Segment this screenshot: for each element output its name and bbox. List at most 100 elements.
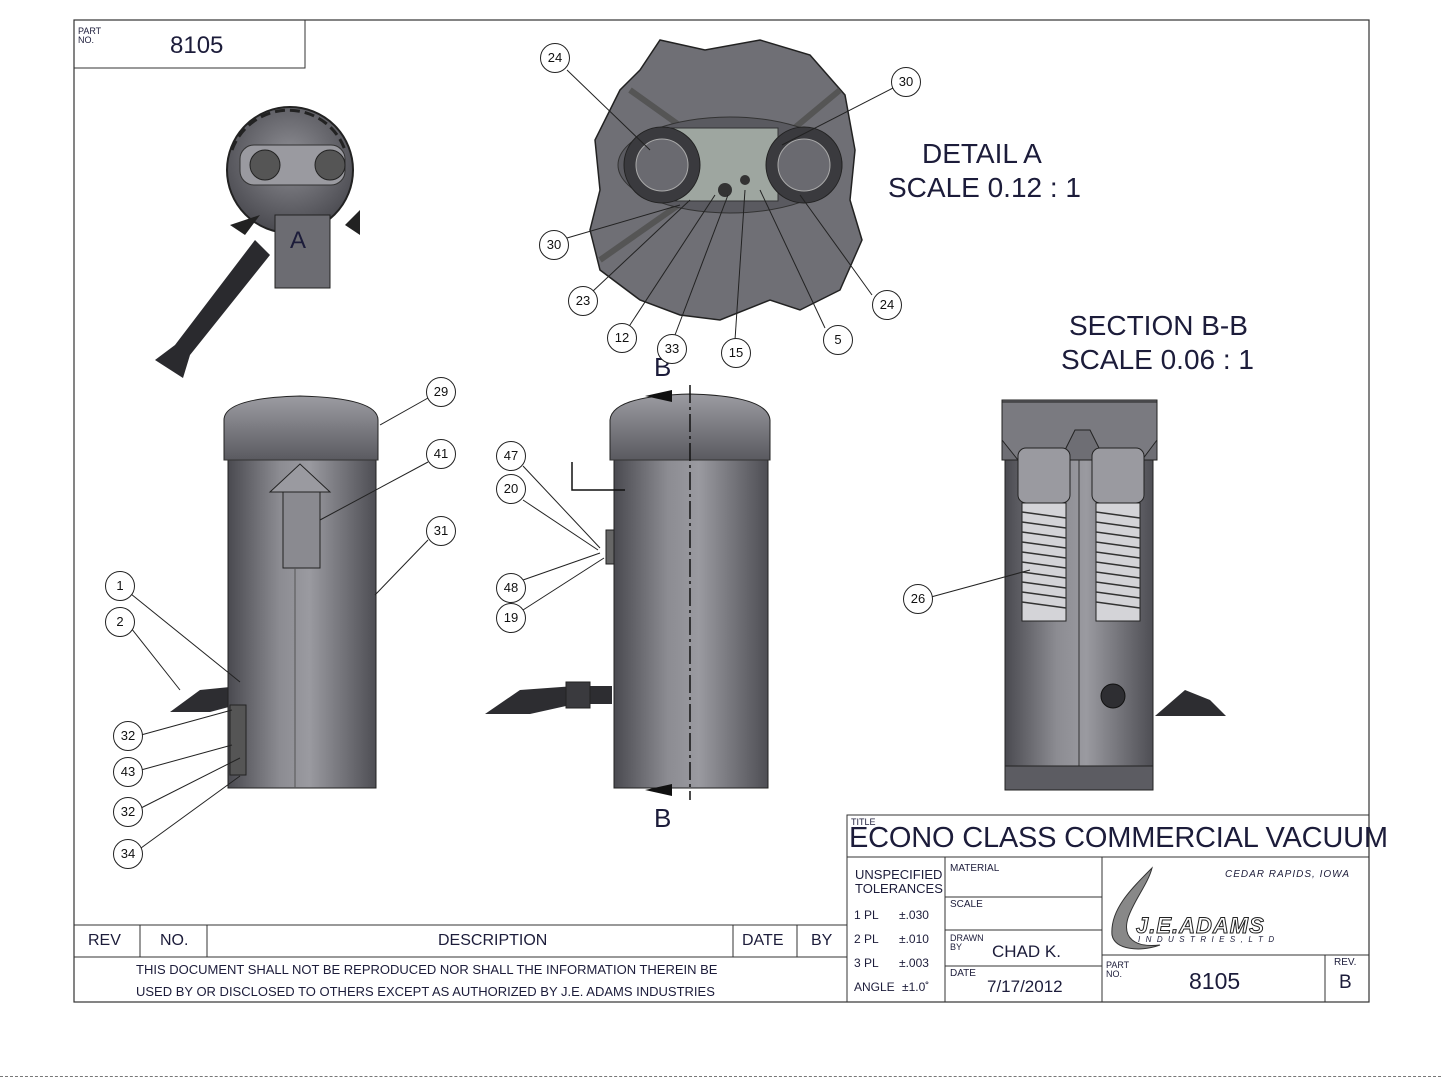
callout-balloon: 31	[426, 516, 456, 546]
company-logo-graphic	[1111, 866, 1161, 950]
rev-label: REV.	[1334, 957, 1357, 968]
callout-number: 24	[879, 297, 895, 312]
by-col-header: BY	[811, 932, 833, 949]
tolerance-value: ±1.0˚	[902, 980, 930, 994]
callout-balloon: 23	[568, 286, 598, 316]
front-view	[170, 395, 379, 789]
callout-balloon: 30	[539, 230, 569, 260]
callout-number: 12	[614, 330, 630, 345]
front-leaders	[130, 397, 429, 849]
part-no-label-2: NO.	[1106, 969, 1123, 979]
callout-balloon: 2	[105, 607, 135, 637]
top-view	[155, 106, 360, 378]
callout-number: 5	[834, 332, 842, 347]
callout-balloon: 34	[113, 839, 143, 869]
callout-number: 2	[116, 614, 124, 629]
tolerance-value: ±.003	[899, 956, 929, 970]
detail-a-scale: SCALE 0.12 : 1	[888, 172, 1082, 203]
callout-number: 29	[433, 384, 449, 399]
tolerance-label: 2 PL	[854, 932, 879, 946]
tolerance-value: ±.030	[899, 908, 929, 922]
tolerance-label: 3 PL	[854, 956, 879, 970]
callout-number: 32	[120, 804, 136, 819]
rev-col-header: REV	[88, 932, 121, 949]
rev-value: B	[1339, 972, 1352, 993]
drawing-title: ECONO CLASS COMMERCIAL VACUUM	[849, 822, 1388, 854]
tolerances-heading-1: UNSPECIFIED	[855, 867, 943, 882]
part-box-label-2: NO.	[78, 35, 95, 45]
detail-a-view	[589, 39, 863, 321]
date-label: DATE	[950, 968, 976, 979]
title-block-frame	[846, 814, 1370, 1003]
callout-number: 23	[575, 293, 591, 308]
title-label: TITLE	[851, 817, 876, 827]
callout-balloon: 24	[540, 43, 570, 73]
callout-balloon: 33	[657, 334, 687, 364]
detail-a-title: DETAIL A	[922, 138, 1042, 169]
callout-number: 26	[910, 591, 926, 606]
section-bb-view	[1001, 399, 1226, 791]
no-col-header: NO.	[160, 932, 189, 949]
callout-balloon: 30	[891, 67, 921, 97]
part-box-label-1: PART	[78, 26, 102, 36]
callout-number: 20	[503, 481, 519, 496]
callout-number: 30	[546, 237, 562, 252]
part-no-value: 8105	[1189, 968, 1241, 994]
callout-number: 1	[116, 578, 124, 593]
sheet-border	[73, 19, 1370, 1003]
callout-number: 19	[503, 610, 519, 625]
callout-number: 34	[120, 846, 136, 861]
callout-number: 30	[898, 74, 914, 89]
confidentiality-notice-1: THIS DOCUMENT SHALL NOT BE REPRODUCED NO…	[136, 962, 718, 977]
section-leader	[930, 569, 1031, 598]
section-bb-scale: SCALE 0.06 : 1	[1061, 344, 1255, 375]
part-box-value: 8105	[170, 32, 224, 59]
company-location: CEDAR RAPIDS, IOWA	[1225, 869, 1351, 880]
callout-balloon: 29	[426, 377, 456, 407]
callout-balloon: 32	[113, 797, 143, 827]
callout-balloon: 43	[113, 757, 143, 787]
tolerance-value: ±.010	[899, 932, 929, 946]
tolerance-label: 1 PL	[854, 908, 879, 922]
drawn-by-value: CHAD K.	[992, 942, 1061, 961]
date-value: 7/17/2012	[987, 977, 1063, 996]
callout-number: 32	[120, 728, 136, 743]
scale-label: SCALE	[950, 899, 983, 910]
detail-leaders	[566, 69, 894, 341]
part-box-frame	[73, 19, 306, 69]
section-bb-title: SECTION B-B	[1069, 310, 1248, 341]
callout-balloon: 12	[607, 323, 637, 353]
material-label: MATERIAL	[950, 863, 1000, 874]
callout-number: 31	[433, 523, 449, 538]
callout-balloon: 5	[823, 325, 853, 355]
drawn-label-1: DRAWN	[950, 933, 984, 943]
description-col-header: DESCRIPTION	[438, 932, 548, 949]
revision-block-frame	[74, 924, 847, 958]
callout-number: 47	[503, 448, 519, 463]
drawn-label-2: BY	[950, 942, 963, 952]
callout-number: 33	[664, 341, 680, 356]
side-leaders	[522, 465, 605, 611]
callout-number: 41	[433, 446, 449, 461]
callout-number: 48	[503, 580, 519, 595]
callout-number: 24	[547, 50, 563, 65]
callout-balloon: 20	[496, 474, 526, 504]
company-logo-text: J.E.ADAMS	[1136, 913, 1265, 939]
callout-balloon: 15	[721, 338, 751, 368]
callout-balloon: 1	[105, 571, 135, 601]
page-edge-dashes	[0, 1076, 1441, 1081]
callout-balloon: 47	[496, 441, 526, 471]
confidentiality-notice-2: USED BY OR DISCLOSED TO OTHERS EXCEPT AS…	[136, 984, 715, 999]
tolerances-heading-2: TOLERANCES	[855, 881, 943, 896]
date-col-header: DATE	[742, 932, 784, 949]
side-view	[485, 385, 771, 800]
callout-number: 15	[728, 345, 744, 360]
callout-balloon: 26	[903, 584, 933, 614]
callout-balloon: 32	[113, 721, 143, 751]
callout-number: 43	[120, 764, 136, 779]
part-no-label-1: PART	[1106, 960, 1130, 970]
callout-balloon: 41	[426, 439, 456, 469]
tolerance-label: ANGLE	[854, 980, 895, 994]
company-logo-subtext: I N D U S T R I E S , L T D	[1138, 935, 1276, 944]
